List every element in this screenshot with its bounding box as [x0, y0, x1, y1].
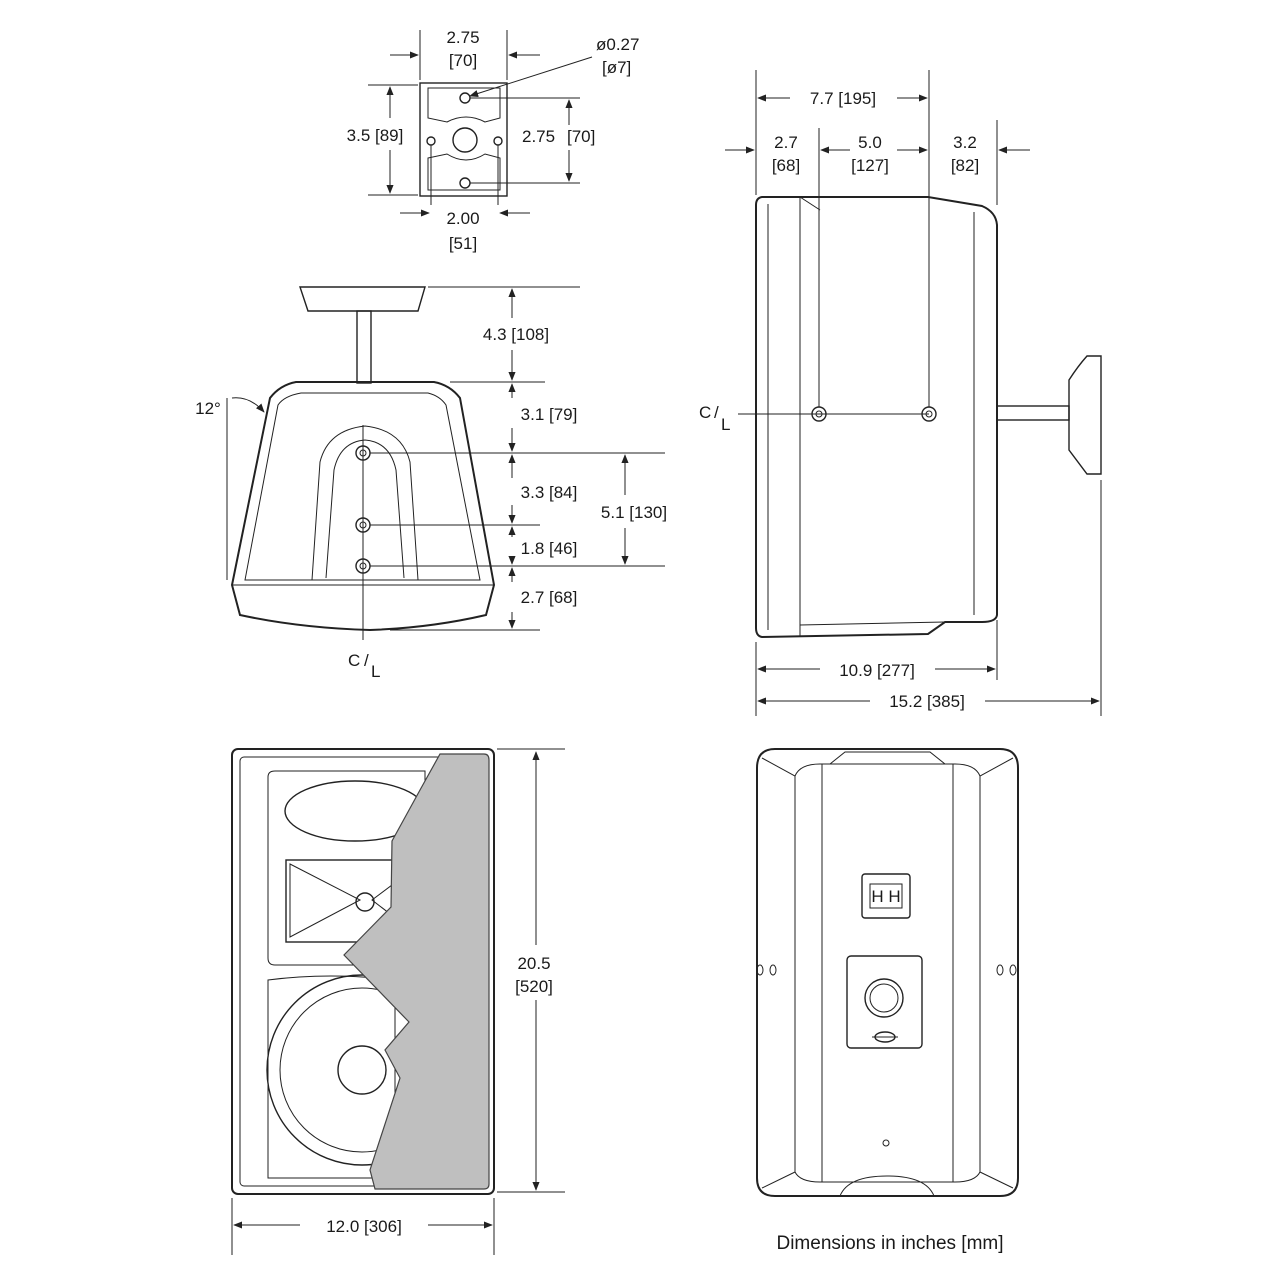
rear-view: H H [756, 748, 1019, 1197]
side-front-offset-label: 2.7 [774, 133, 798, 152]
terminal-label: H H [871, 887, 900, 906]
yoke-mount-view: 4.3 [108] 3.1 [79] 3.3 [84] 1.8 [46] 2.7… [195, 286, 667, 681]
yoke-body [230, 381, 496, 632]
side-front-offset-mm-label: [68] [772, 156, 800, 175]
centerline-l-side: L [721, 415, 730, 434]
terminal-plate [861, 873, 911, 919]
side-bracket-stem [996, 405, 1070, 421]
front-cabinet-outline [231, 748, 495, 1195]
yoke-top-cap [299, 286, 426, 312]
side-rear-offset-mm-label: [82] [951, 156, 979, 175]
tilt-angle-label: 12° [195, 399, 221, 418]
yoke-height-label: 4.3 [108] [483, 325, 549, 344]
centerline-l-front: L [371, 662, 380, 681]
side-hole-spacing-mm-label: [127] [851, 156, 889, 175]
side-view: 7.7 [195] 2.7 [68] 5.0 [127] 3.2 [82] C … [699, 70, 1102, 716]
bracket-height-label: 3.5 [89] [347, 126, 404, 145]
rear-small-hole [882, 1139, 890, 1147]
bracket-width-label: 2.75 [446, 28, 479, 47]
plate-hole-bottom [459, 177, 471, 189]
grille-cutaway [343, 753, 490, 1190]
cabinet-height-mm-label: [520] [515, 977, 553, 996]
mounting-plate-cutout [427, 87, 501, 191]
hf-driver [355, 892, 375, 912]
cabinet-depth-label: 10.9 [277] [839, 661, 915, 680]
centerline-c-side: C [699, 403, 711, 422]
plate-hole-right [493, 136, 503, 146]
mounting-plate-view: 2.75 [70] ø0.27 [ø7] 3.5 [89] 2.75 [70] … [347, 28, 640, 253]
bracket-width-mm-label: [70] [449, 51, 477, 70]
plate-center-hole [452, 127, 478, 153]
side-cabinet-outline [755, 196, 998, 639]
bottom-offset-label: 2.7 [68] [521, 588, 578, 607]
hole1-hole2-label: 3.3 [84] [521, 483, 578, 502]
cabinet-width-label: 12.0 [306] [326, 1217, 402, 1236]
woofer-dustcap [337, 1045, 387, 1095]
input-panel [846, 955, 923, 1049]
overall-depth-label: 15.2 [385] [889, 692, 965, 711]
rear-cabinet-outline [756, 748, 1019, 1197]
svg-text:/: / [714, 403, 719, 422]
side-rear-offset-label: 3.2 [953, 133, 977, 152]
plate-hole-left [426, 136, 436, 146]
hole2-hole3-label: 1.8 [46] [521, 539, 578, 558]
side-bracket-cap [1068, 355, 1102, 475]
hole-diameter-mm-label: [ø7] [602, 58, 631, 77]
bracket-spacing-label: 2.00 [446, 209, 479, 228]
plate-hole-top [459, 92, 471, 104]
input-connector [864, 978, 904, 1018]
side-hole-spacing-label: 5.0 [858, 133, 882, 152]
bracket-spacing-mm-label: [51] [449, 234, 477, 253]
yoke-slot [311, 425, 419, 581]
units-caption: Dimensions in inches [mm] [776, 1233, 1003, 1254]
svg-text:/: / [364, 651, 369, 670]
hole-diameter-label: ø0.27 [596, 35, 639, 54]
centerline-c-front: C [348, 651, 360, 670]
bracket-pitch-label: 2.75 [522, 127, 555, 146]
yoke-stem [356, 310, 372, 384]
bracket-pitch-mm-label: [70] [567, 127, 595, 146]
side-depth-label: 7.7 [195] [810, 89, 876, 108]
cabinet-height-label: 20.5 [517, 954, 550, 973]
hole-span-label: 5.1 [130] [601, 503, 667, 522]
front-view: 20.5 [520] 12.0 [306] [231, 748, 565, 1255]
mounting-plate-outline [419, 82, 508, 197]
top-to-hole-label: 3.1 [79] [521, 405, 578, 424]
